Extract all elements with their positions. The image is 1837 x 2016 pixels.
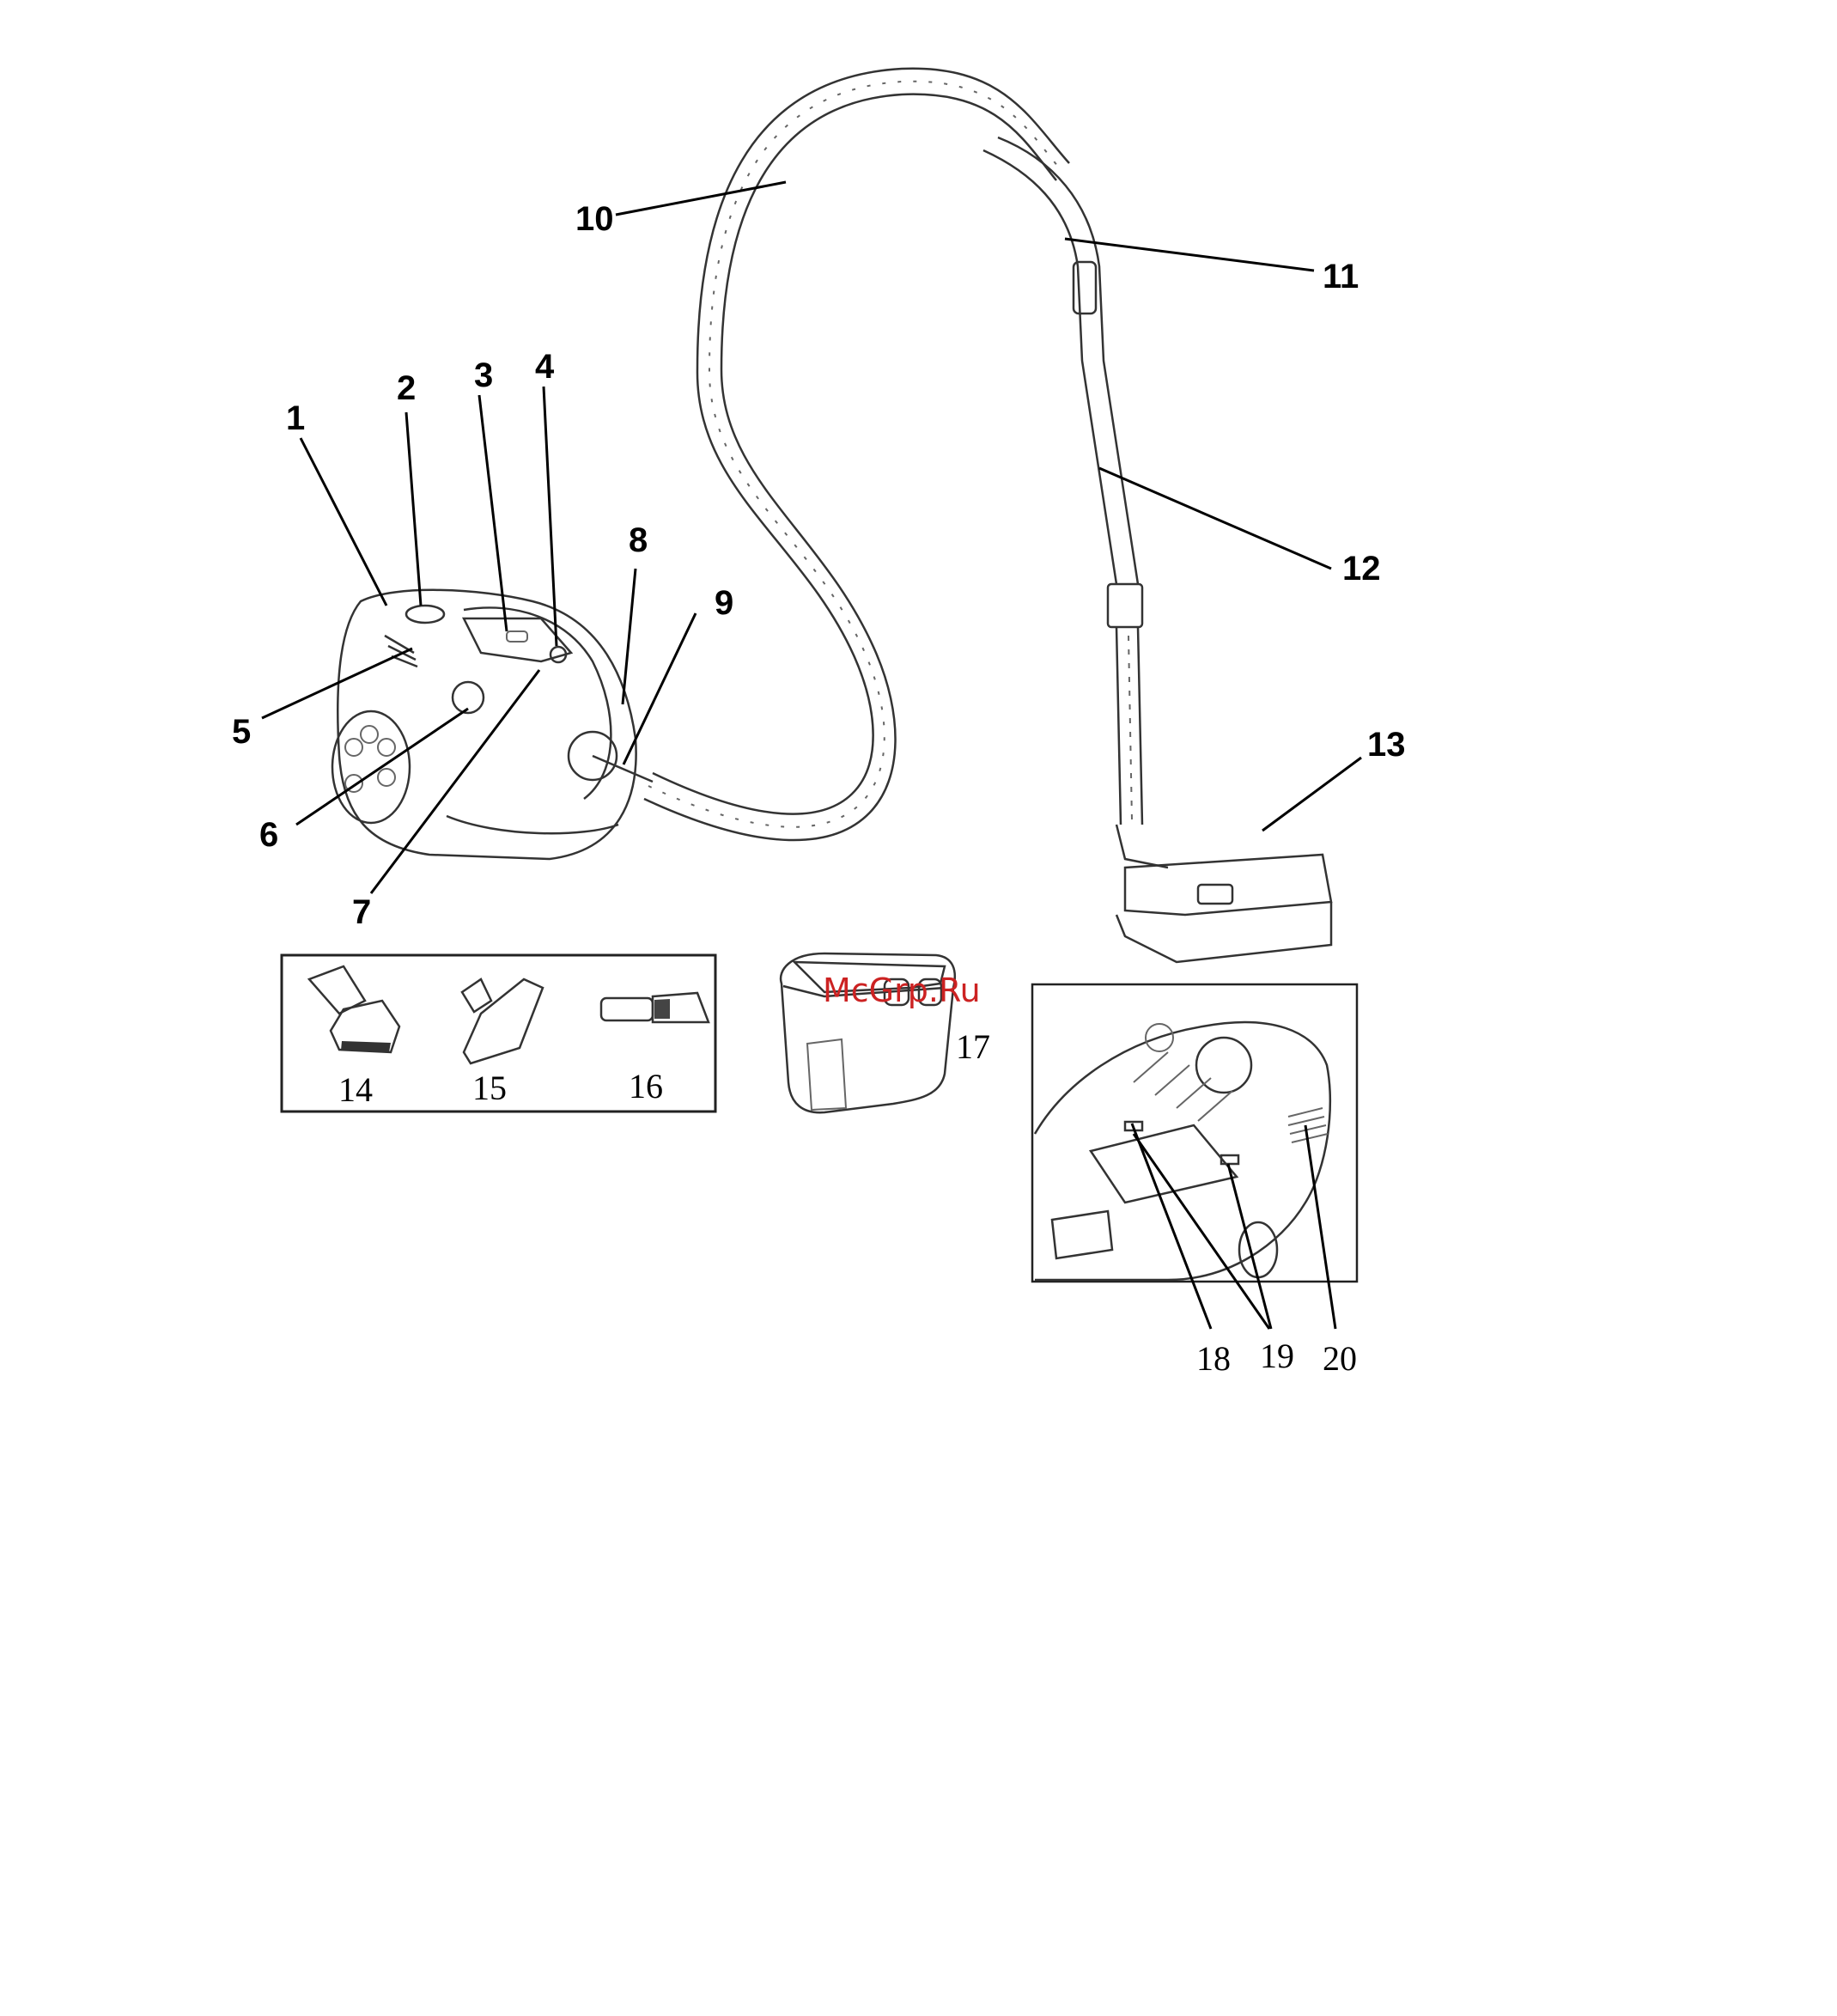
- leader-6: [296, 709, 468, 825]
- inset-frame: [1032, 984, 1357, 1282]
- callout-5: 5: [232, 713, 251, 751]
- crevice-tool: [601, 993, 709, 1022]
- leader-20: [1305, 1125, 1335, 1329]
- detail-inset: [1032, 984, 1357, 1282]
- upholstery-brush: [309, 966, 399, 1052]
- callout-20: 20: [1323, 1339, 1357, 1378]
- floor-nozzle: [1116, 825, 1331, 962]
- leader-1: [301, 438, 386, 606]
- callout-9: 9: [715, 584, 733, 622]
- crevice-nozzle-wide: [462, 979, 543, 1063]
- leader-7: [371, 670, 539, 893]
- handle-and-tube: [983, 137, 1142, 825]
- leader-10: [616, 182, 786, 215]
- leader-8: [623, 569, 636, 704]
- leader-lines: [262, 182, 1361, 1329]
- callout-3: 3: [474, 356, 493, 394]
- callout-11: 11: [1323, 258, 1359, 295]
- callout-18: 18: [1196, 1339, 1231, 1378]
- callout-6: 6: [259, 816, 278, 854]
- callout-7: 7: [352, 893, 371, 931]
- callout-labels: 1 2 3 4 5 6 7 8 9 10 11 12 13 14 15 16 1…: [232, 200, 1406, 1378]
- watermark: McGrp.Ru: [823, 971, 981, 1009]
- callout-2: 2: [397, 369, 416, 407]
- callout-19: 19: [1260, 1337, 1294, 1375]
- leader-2: [406, 412, 421, 606]
- callout-13: 13: [1367, 726, 1406, 764]
- leader-11: [1065, 239, 1314, 271]
- callout-12: 12: [1342, 550, 1381, 588]
- callout-10: 10: [575, 200, 614, 238]
- callout-16: 16: [629, 1067, 663, 1105]
- callout-8: 8: [629, 521, 648, 559]
- leader-13: [1262, 758, 1361, 831]
- callout-1: 1: [286, 399, 305, 437]
- callout-17: 17: [956, 1027, 990, 1066]
- vacuum-body: [332, 590, 653, 859]
- callout-14: 14: [338, 1070, 373, 1109]
- leader-19a: [1134, 1134, 1269, 1329]
- hose: [644, 69, 1069, 840]
- callout-4: 4: [535, 348, 555, 386]
- leader-3: [479, 395, 507, 631]
- callout-15: 15: [472, 1069, 507, 1107]
- leader-9: [623, 613, 696, 764]
